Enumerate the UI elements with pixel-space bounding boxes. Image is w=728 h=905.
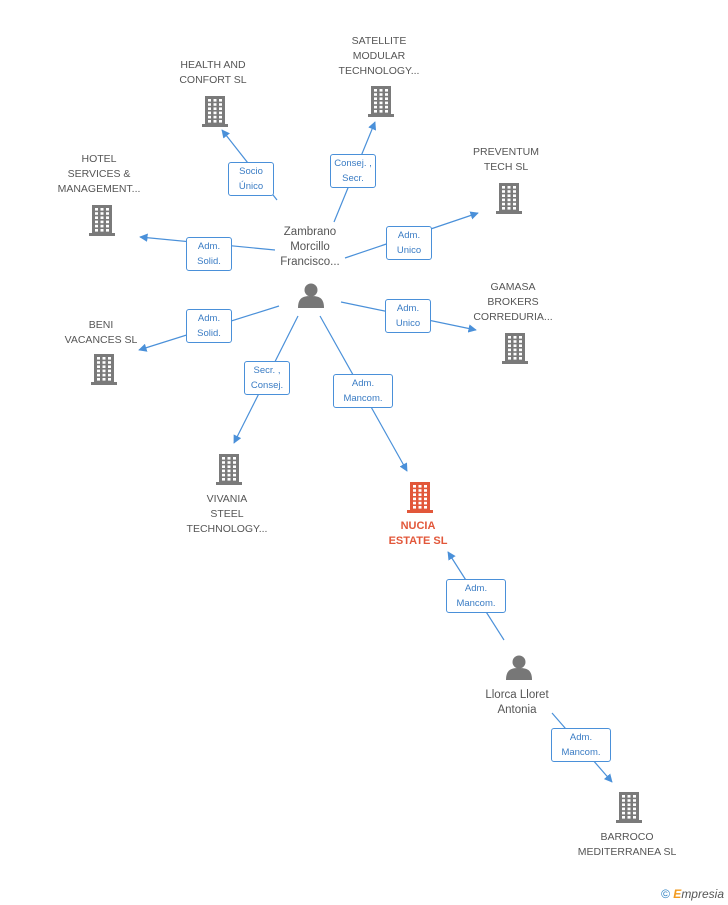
edge-label-zambrano-beni[interactable]: Adm. Solid.	[186, 309, 232, 343]
edge-label-zambrano-satellite[interactable]: Consej. , Secr.	[330, 154, 376, 188]
node-label-nucia[interactable]: NUCIA ESTATE SL	[388, 520, 448, 547]
building-icon-preventum[interactable]	[496, 183, 522, 214]
node-label-satellite[interactable]: SATELLITE MODULAR TECHNOLOGY...	[338, 35, 420, 77]
person-icon-llorca[interactable]	[506, 655, 532, 681]
building-icon-barroco[interactable]	[616, 792, 642, 823]
brand-initial: E	[673, 887, 682, 901]
empresia-watermark[interactable]: © Empresia	[661, 887, 724, 901]
node-label-llorca[interactable]: Llorca Lloret Antonia	[485, 689, 549, 716]
node-label-gamasa[interactable]: GAMASA BROKERS CORREDURIA...	[473, 281, 553, 323]
edge-label-zambrano-hotel[interactable]: Adm. Solid.	[186, 237, 232, 271]
building-icon-health[interactable]	[202, 96, 228, 127]
edge-label-zambrano-preventum[interactable]: Adm. Unico	[386, 226, 432, 260]
building-icon-satellite[interactable]	[368, 86, 394, 117]
copyright-symbol: ©	[661, 887, 670, 901]
building-icon-vivania[interactable]	[216, 454, 242, 485]
edge-label-zambrano-gamasa[interactable]: Adm. Unico	[385, 299, 431, 333]
edge-label-zambrano-health[interactable]: Socio Único	[228, 162, 274, 196]
edge-label-zambrano-nucia[interactable]: Adm. Mancom.	[333, 374, 393, 408]
node-label-hotel[interactable]: HOTEL SERVICES & MANAGEMENT...	[57, 153, 141, 195]
building-icon-hotel[interactable]	[89, 205, 115, 236]
edge-label-zambrano-vivania[interactable]: Secr. , Consej.	[244, 361, 290, 395]
node-label-preventum[interactable]: PREVENTUM TECH SL	[473, 146, 539, 173]
node-label-zambrano[interactable]: Zambrano Morcillo Francisco...	[280, 226, 340, 268]
edge-label-llorca-nucia[interactable]: Adm. Mancom.	[446, 579, 506, 613]
node-label-barroco[interactable]: BARROCO MEDITERRANEA SL	[577, 831, 677, 858]
node-label-health[interactable]: HEALTH AND CONFORT SL	[179, 59, 247, 86]
building-icon-gamasa[interactable]	[502, 333, 528, 364]
building-icon-nucia[interactable]	[407, 482, 433, 513]
brand-name: mpresia	[681, 887, 724, 901]
building-icon-beni[interactable]	[91, 354, 117, 385]
edge-label-llorca-barroco[interactable]: Adm. Mancom.	[551, 728, 611, 762]
person-icon-zambrano[interactable]	[298, 283, 324, 309]
node-label-beni[interactable]: BENI VACANCES SL	[64, 319, 138, 346]
node-label-vivania[interactable]: VIVANIA STEEL TECHNOLOGY...	[186, 493, 268, 535]
